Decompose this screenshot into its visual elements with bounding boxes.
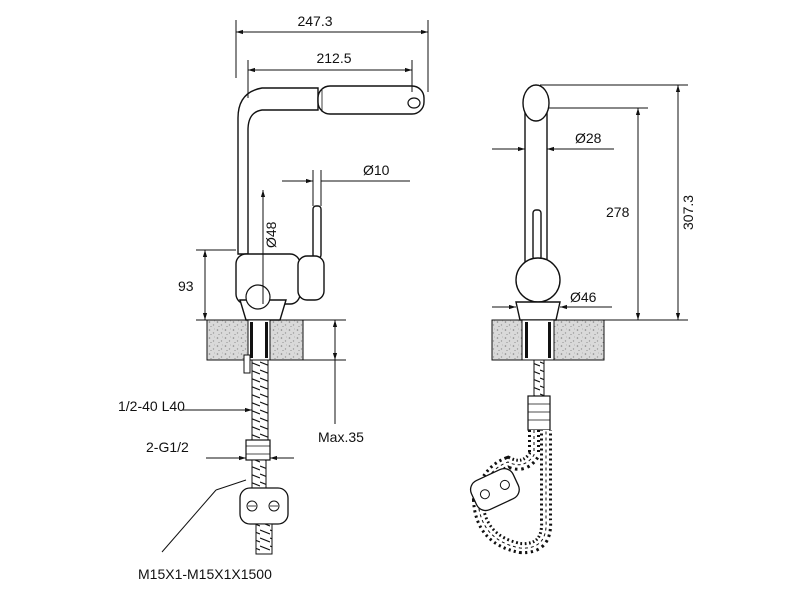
thread-hose-label: 1/2-40 L40	[118, 398, 185, 414]
dia-spout-label: Ø28	[575, 130, 602, 146]
lever-stem	[312, 205, 322, 259]
dia-base-label: Ø46	[570, 289, 597, 305]
dia-lever-label: Ø10	[363, 162, 390, 178]
hose-spec-label: M15X1-M15X1X1500	[138, 566, 272, 582]
spout-head	[317, 85, 425, 115]
height-base-label: 93	[178, 278, 194, 294]
width-spout-label: 212.5	[316, 50, 351, 66]
front-spout-head	[522, 84, 550, 122]
width-total-label: 247.3	[297, 13, 332, 29]
front-view: Ø28 Ø46 278 307.3	[469, 84, 696, 555]
thread-fitting-label: 2-G1/2	[146, 439, 189, 455]
hose-fitting	[245, 439, 271, 461]
dia-body-label: Ø48	[263, 221, 279, 248]
height-total-label: 307.3	[680, 195, 696, 230]
front-hose-connector	[469, 467, 520, 512]
height-spout-label: 278	[606, 204, 630, 220]
front-mixer-body	[515, 257, 561, 303]
side-view: 247.3 212.5 Ø10 Ø48 93 1/2-40 L40 2-G1/2	[118, 13, 429, 582]
lever-knob	[297, 255, 325, 301]
max-thickness-label: Max.35	[318, 429, 364, 445]
spout-outlet	[407, 97, 421, 109]
supply-hose-left	[251, 359, 269, 441]
spout-column	[237, 87, 319, 255]
